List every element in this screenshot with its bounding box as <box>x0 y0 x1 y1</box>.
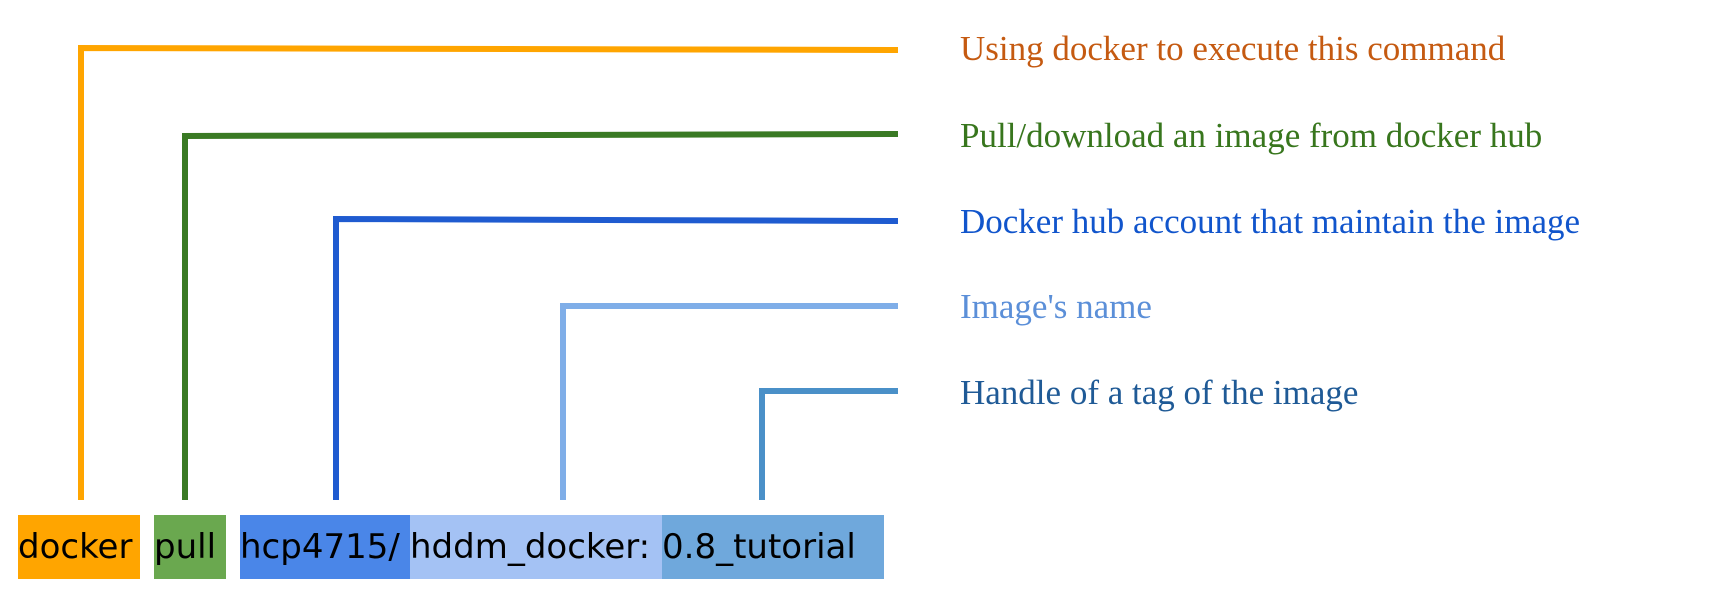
connector-line-tag <box>759 388 898 500</box>
command-segment-tag: 0.8_tutorial <box>662 515 884 579</box>
connector-line-docker <box>78 44 899 500</box>
callout-account-label: Docker hub account that maintain the ima… <box>960 202 1581 241</box>
connector-line-pull <box>182 131 899 500</box>
connector-line-name <box>560 303 898 500</box>
command-segment-account: hcp4715/ <box>240 515 410 579</box>
callout-docker-label: Using docker to execute this command <box>960 29 1506 68</box>
command-bar: docker pull hcp4715/ hddm_docker: 0.8_tu… <box>18 515 884 579</box>
command-segment-docker: docker <box>18 515 140 579</box>
connector-line-account <box>333 215 899 500</box>
callout-pull-label: Pull/download an image from docker hub <box>960 116 1543 155</box>
command-segment-name: hddm_docker: <box>410 515 662 579</box>
callout-name-label: Image's name <box>960 287 1152 326</box>
callout-tag-label: Handle of a tag of the image <box>960 373 1359 412</box>
command-gap <box>226 515 240 579</box>
command-segment-pull: pull <box>154 515 226 579</box>
command-gap <box>140 515 154 579</box>
